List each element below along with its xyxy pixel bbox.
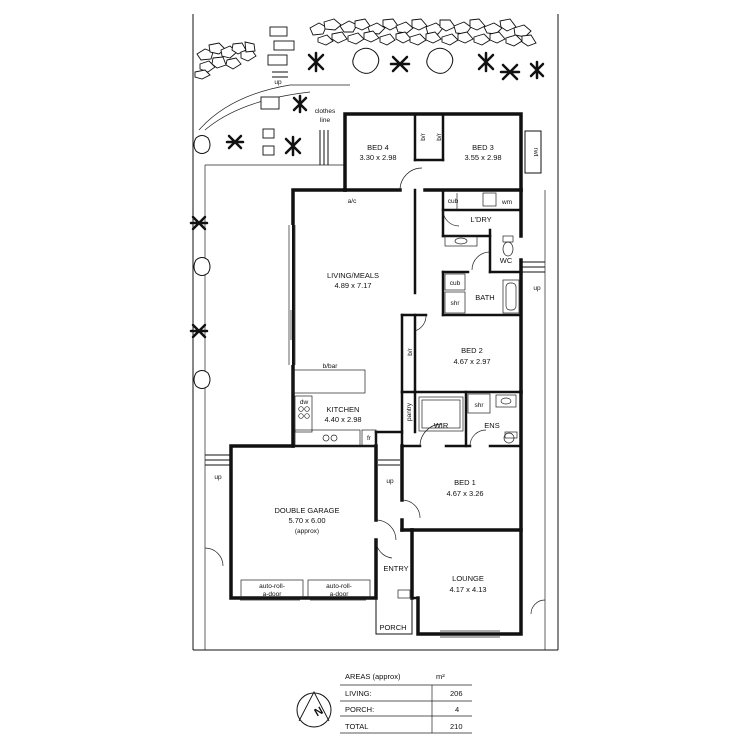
up-label-garage: up xyxy=(386,478,394,485)
bir-label-bed2: b/r xyxy=(407,347,414,355)
bed4-name: BED 4 xyxy=(367,143,389,152)
areas-row-value-0: 206 xyxy=(450,689,463,698)
fixtures xyxy=(205,71,545,599)
up-label-right: up xyxy=(533,285,541,292)
living-size: 4.89 x 7.17 xyxy=(334,281,371,290)
cub-label-bath: cub xyxy=(450,280,461,287)
wc-name: WC xyxy=(500,256,513,265)
fixture-labels: b/r b/r b/r pantry rwt cub wm cub shr sh… xyxy=(214,79,541,598)
trees xyxy=(193,47,454,389)
up-label-top: up xyxy=(274,79,282,86)
living-name: LIVING/MEALS xyxy=(327,271,379,280)
areas-row-value-1: 4 xyxy=(455,705,459,714)
garden-rocks xyxy=(194,18,537,156)
areas-row-label-0: LIVING: xyxy=(345,689,372,698)
laundry-name: L'DRY xyxy=(470,215,491,224)
ens-name: ENS xyxy=(484,421,499,430)
windows xyxy=(240,225,500,638)
wm-label: wm xyxy=(501,199,512,206)
cub-label-laundry: cub xyxy=(448,198,459,205)
areas-row-value-2: 210 xyxy=(450,722,463,731)
ac-label: a/c xyxy=(348,198,357,205)
lounge-name: LOUNGE xyxy=(452,574,484,583)
areas-unit: m² xyxy=(436,672,445,681)
garage-note: (approx) xyxy=(295,528,319,535)
garage-name: DOUBLE GARAGE xyxy=(274,506,339,515)
bbar-label: b/bar xyxy=(323,363,339,370)
pantry-label: pantry xyxy=(406,402,413,421)
garage-door-2-line2: a-door xyxy=(330,591,350,598)
garage-door-1-line1: auto-roll- xyxy=(259,583,285,590)
shr-label-ens: shr xyxy=(474,402,484,409)
palms xyxy=(189,51,545,339)
up-label-left: up xyxy=(214,474,222,481)
north-arrow-icon: N xyxy=(296,691,332,728)
areas-row-label-1: PORCH: xyxy=(345,705,374,714)
bed1-size: 4.67 x 3.26 xyxy=(446,489,483,498)
rwt-label: rwt xyxy=(532,148,539,157)
shr-label-bath: shr xyxy=(450,300,460,307)
bed4-size: 3.30 x 2.98 xyxy=(359,153,396,162)
dw-label: dw xyxy=(300,399,309,406)
areas-heading: AREAS (approx) xyxy=(345,672,401,681)
garage-door-1-line2: a-door xyxy=(263,591,283,598)
doors xyxy=(204,167,546,615)
bir-label-bed3: b/r xyxy=(436,132,443,140)
bed3-name: BED 3 xyxy=(472,143,494,152)
kitchen-name: KITCHEN xyxy=(327,405,360,414)
kitchen-size: 4.40 x 2.98 xyxy=(324,415,361,424)
room-labels: BED 4 3.30 x 2.98 BED 3 3.55 x 2.98 LIVI… xyxy=(274,143,512,632)
garage-door-2-line1: auto-roll- xyxy=(326,583,352,590)
clothes-line-label-2: line xyxy=(320,117,331,124)
bir-label-bed4: b/r xyxy=(420,132,427,140)
entry-name: ENTRY xyxy=(383,564,408,573)
bed2-size: 4.67 x 2.97 xyxy=(453,357,490,366)
areas-table: AREAS (approx) m² LIVING: 206 PORCH: 4 T… xyxy=(340,672,472,734)
garage-size: 5.70 x 6.00 xyxy=(288,516,325,525)
clothes-line-label-1: clothes xyxy=(315,108,336,115)
areas-row-label-2: TOTAL xyxy=(345,722,368,731)
lounge-size: 4.17 x 4.13 xyxy=(449,585,486,594)
bath-name: BATH xyxy=(475,293,494,302)
wir-name: WIR xyxy=(434,421,449,430)
exterior-walls xyxy=(229,112,523,636)
fr-label: fr xyxy=(367,435,372,442)
porch-name: PORCH xyxy=(379,623,406,632)
bed2-name: BED 2 xyxy=(461,346,483,355)
bed3-size: 3.55 x 2.98 xyxy=(464,153,501,162)
bed1-name: BED 1 xyxy=(454,478,476,487)
